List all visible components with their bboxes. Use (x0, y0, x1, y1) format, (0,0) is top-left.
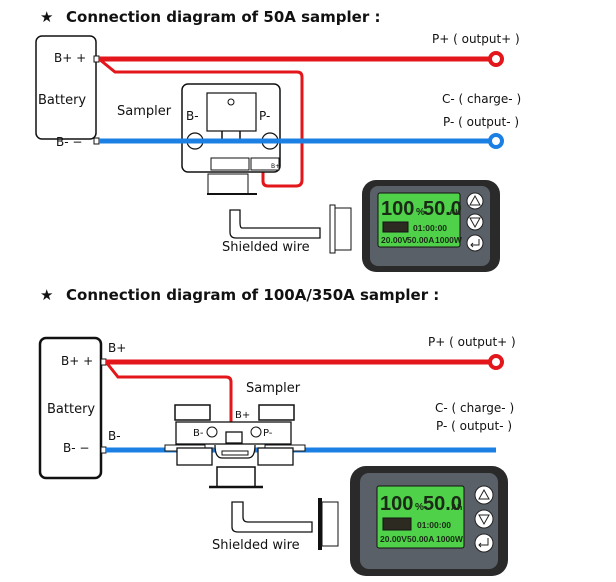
sampler-left-terminal-label: B- (186, 109, 199, 123)
lcd-voltage: 20.00V (381, 235, 408, 245)
sampler-signal-connector (210, 157, 250, 171)
positive-output-label: P+ ( output+ ) (432, 32, 520, 46)
charge-output-label: C- ( charge- ) (442, 92, 521, 106)
positive-output-label: P+ ( output+ ) (428, 335, 516, 349)
sampler-b-plus-wire (104, 361, 233, 437)
section-title: Connection diagram of 100A/350A sampler … (66, 286, 439, 304)
section-star-icon: ★ (40, 8, 53, 26)
lcd-percent: 100 (381, 198, 414, 220)
battery-pos-terminal (93, 55, 100, 63)
cable-plug (216, 466, 256, 488)
positive-output-terminal (488, 51, 504, 67)
mount-hole-icon (227, 98, 235, 106)
shielded-cable (229, 209, 321, 239)
sampler-aux-label: B+ (235, 410, 250, 421)
positive-output-terminal (488, 354, 504, 370)
meter-enter-button[interactable] (466, 234, 484, 252)
battery-neg-terminal-label: B- − (63, 441, 89, 455)
lcd-time: 01:00:00 (413, 223, 447, 233)
meter-down-button[interactable] (466, 213, 484, 231)
battery-pos-terminal (100, 358, 107, 366)
sampler-aux-connector (225, 431, 243, 444)
lcd-current: 50.00A (407, 235, 434, 245)
section-50a: ★ Connection diagram of 50A sampler : B+… (35, 8, 521, 272)
section-title: Connection diagram of 50A sampler : (66, 8, 380, 26)
battery-pos-terminal-label: B+ + (54, 51, 86, 65)
sampler-aux-connector (250, 157, 280, 171)
battery-label: Battery (47, 402, 95, 417)
battery-label: Battery (38, 93, 86, 108)
triangle-down-icon (469, 217, 481, 229)
cable-label: Shielded wire (222, 240, 310, 255)
meter-down-button[interactable] (474, 509, 494, 529)
meter-enter-button[interactable] (474, 533, 494, 553)
sampler-aux-label: B+ (271, 163, 280, 170)
meter-plug-flange (329, 204, 336, 254)
sampler-right-terminal-label: P- (263, 428, 273, 439)
lcd-screen (377, 192, 461, 248)
p-minus-screw-icon (250, 426, 262, 438)
lcd-power: 1000W (435, 235, 463, 245)
pos-wire-label: B+ (108, 341, 126, 355)
meter-plug (321, 501, 339, 547)
battery-level-icon (382, 221, 409, 233)
sampler-label: Sampler (117, 104, 172, 119)
section-100a-350a: ★ Connection diagram of 100A/350A sample… (38, 286, 516, 576)
triangle-up-icon (478, 488, 490, 500)
meter-plug (334, 207, 352, 251)
sampler-right-terminal-label: P- (259, 109, 270, 123)
enter-icon (478, 538, 489, 548)
cable-label: Shielded wire (212, 538, 300, 553)
triangle-up-icon (469, 194, 481, 206)
enter-icon (470, 239, 480, 248)
negative-output-terminal (488, 133, 504, 149)
battery-neg-terminal (100, 446, 107, 454)
battery-level-icon (382, 517, 412, 531)
meter-up-button[interactable] (466, 192, 484, 210)
lcd-capacity-unit: Ah (451, 502, 462, 512)
shielded-cable (231, 501, 313, 533)
meter-up-button[interactable] (474, 485, 494, 505)
lcd-voltage: 20.00V (380, 534, 407, 544)
battery-neg-terminal-label: B- − (56, 135, 82, 149)
battery-box (35, 35, 97, 140)
lcd-current: 50.00A (407, 534, 434, 544)
sampler-label: Sampler (246, 381, 301, 396)
battery-box (38, 336, 103, 480)
section-star-icon: ★ (40, 286, 53, 304)
negative-output-label: P- ( output- ) (436, 419, 512, 433)
lcd-percent-unit: % (416, 207, 425, 218)
b-minus-screw-icon (206, 426, 218, 438)
lcd-percent: 100 (380, 493, 413, 515)
lcd-power: 1000W (436, 534, 464, 544)
meter-plug-flange (318, 498, 322, 550)
lcd-capacity: 50.0 (423, 493, 462, 515)
battery-pos-terminal-label: B+ + (61, 354, 93, 368)
lcd-screen (376, 485, 465, 549)
lcd-percent-unit: % (415, 502, 424, 513)
neg-wire-label: B- (108, 429, 121, 443)
charge-output-label: C- ( charge- ) (435, 401, 514, 415)
lcd-capacity: 50.0 (423, 198, 462, 220)
negative-output-label: P- ( output- ) (443, 115, 519, 129)
cable-plug (207, 173, 249, 195)
lcd-capacity-unit: Ah (449, 207, 460, 217)
sampler-b-plus-wire (98, 57, 304, 188)
sampler-left-terminal-label: B- (193, 428, 204, 439)
sampler-100a-350a (164, 404, 306, 466)
triangle-down-icon (478, 514, 490, 526)
battery-neg-terminal (93, 137, 100, 145)
lcd-time: 01:00:00 (417, 520, 451, 530)
